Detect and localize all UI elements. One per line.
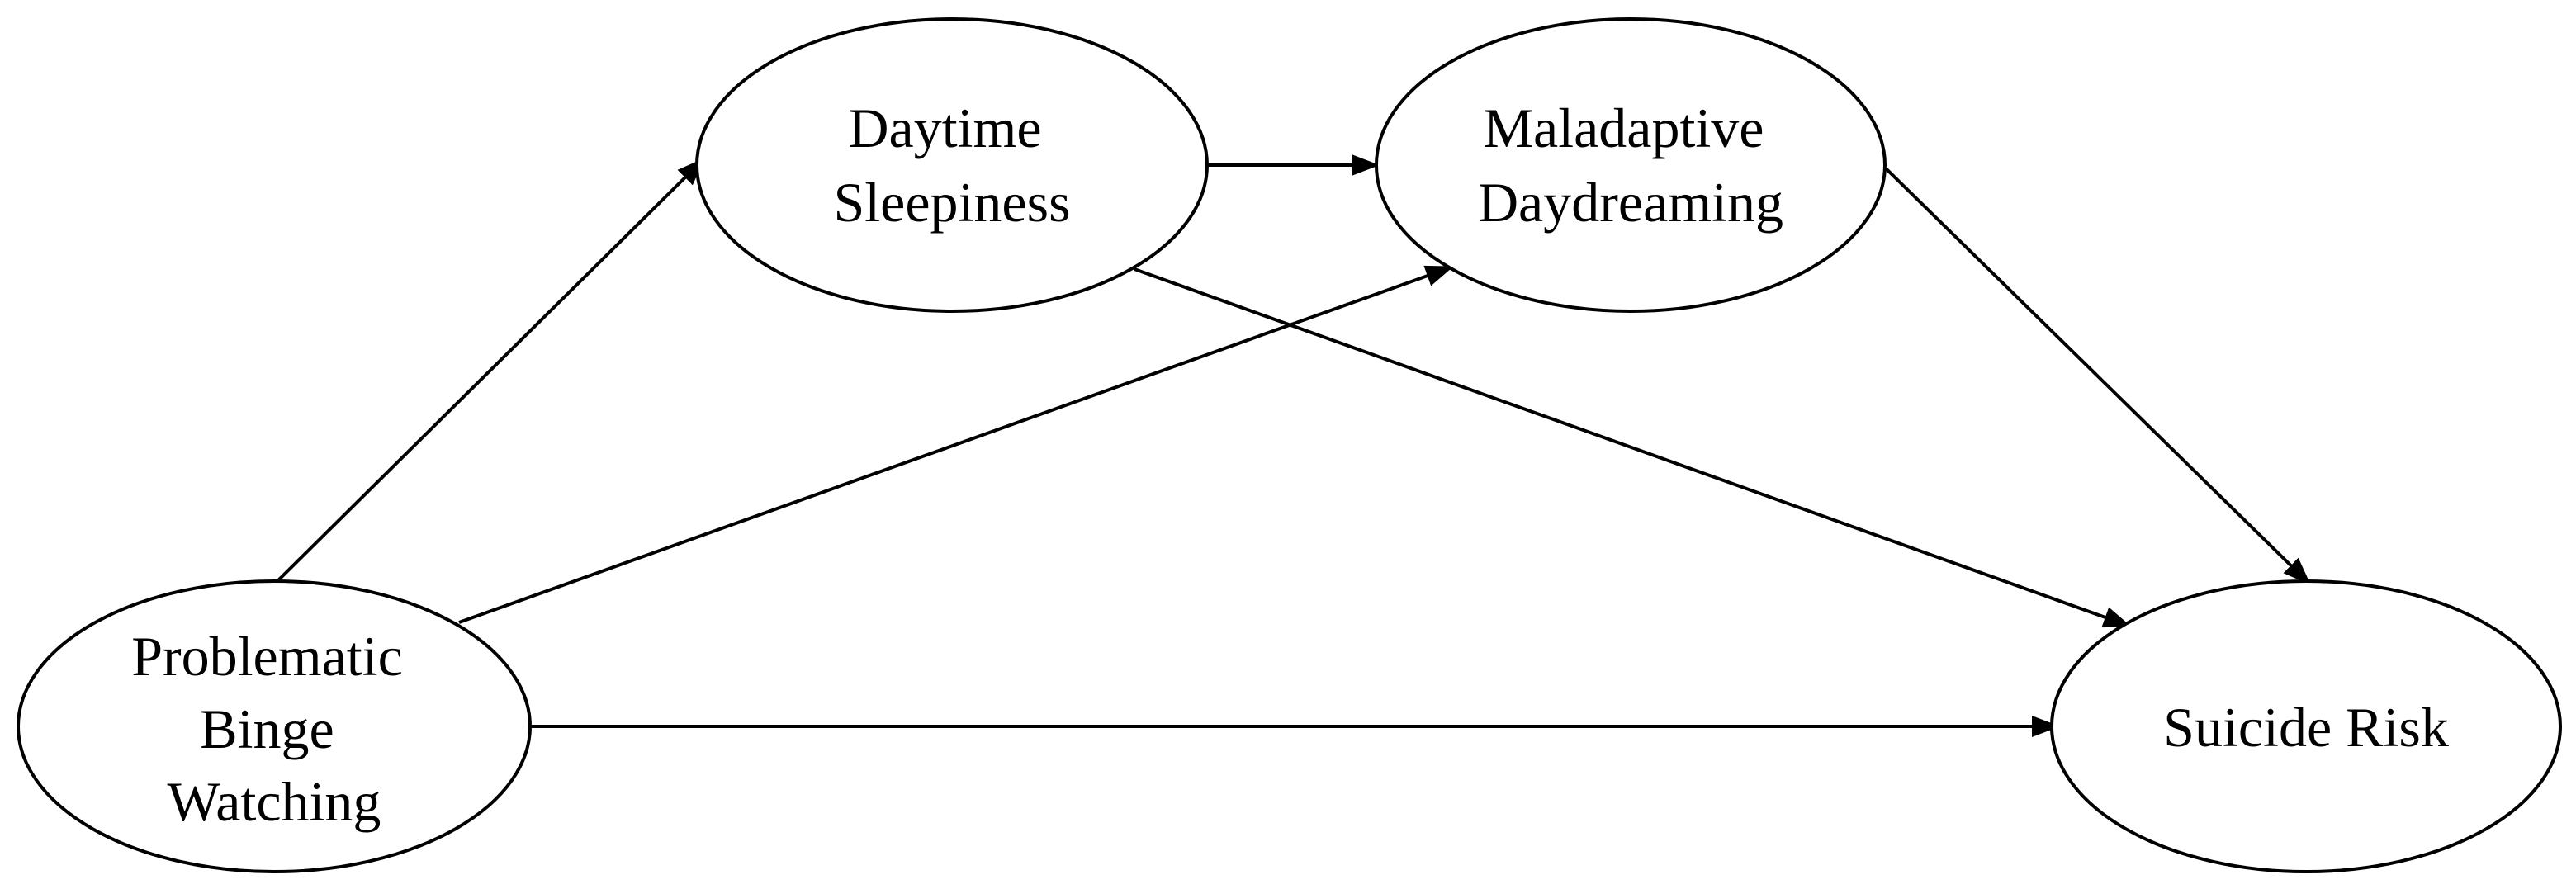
node-label-line: Watching xyxy=(168,770,381,833)
node-suicide-risk: Suicide Risk xyxy=(2050,579,2562,873)
node-label-line: Maladaptive xyxy=(1484,97,1764,159)
node-maladaptive-daydreaming: Maladaptive Daydreaming xyxy=(1375,17,1887,313)
edge-binge-to-daydreaming xyxy=(458,265,1454,624)
node-label: Daytime Sleepiness xyxy=(833,97,1070,234)
node-label-line: Binge xyxy=(200,697,334,760)
edge-daydreaming-to-suicide xyxy=(1884,167,2311,585)
node-label-line: Daydreaming xyxy=(1478,171,1783,234)
node-ellipse xyxy=(17,579,532,873)
node-label-line: Sleepiness xyxy=(833,171,1070,234)
node-label: Maladaptive Daydreaming xyxy=(1478,97,1783,234)
node-label: Suicide Risk xyxy=(2163,696,2449,759)
node-ellipse xyxy=(1375,17,1887,313)
node-label-line: Daytime xyxy=(848,97,1041,159)
node-ellipse xyxy=(2050,579,2562,873)
node-ellipse xyxy=(695,17,1209,313)
node-daytime-sleepiness: Daytime Sleepiness xyxy=(695,17,1209,313)
edge-sleepiness-to-suicide xyxy=(1134,267,2132,628)
edge-binge-to-sleepiness xyxy=(274,158,705,584)
node-problematic-binge-watching: Problematic Binge Watching xyxy=(17,579,532,873)
edges xyxy=(274,154,2311,737)
node-label-line: Suicide Risk xyxy=(2163,696,2449,759)
node-label-line: Problematic xyxy=(131,625,403,688)
node-label: Problematic Binge Watching xyxy=(131,625,417,833)
